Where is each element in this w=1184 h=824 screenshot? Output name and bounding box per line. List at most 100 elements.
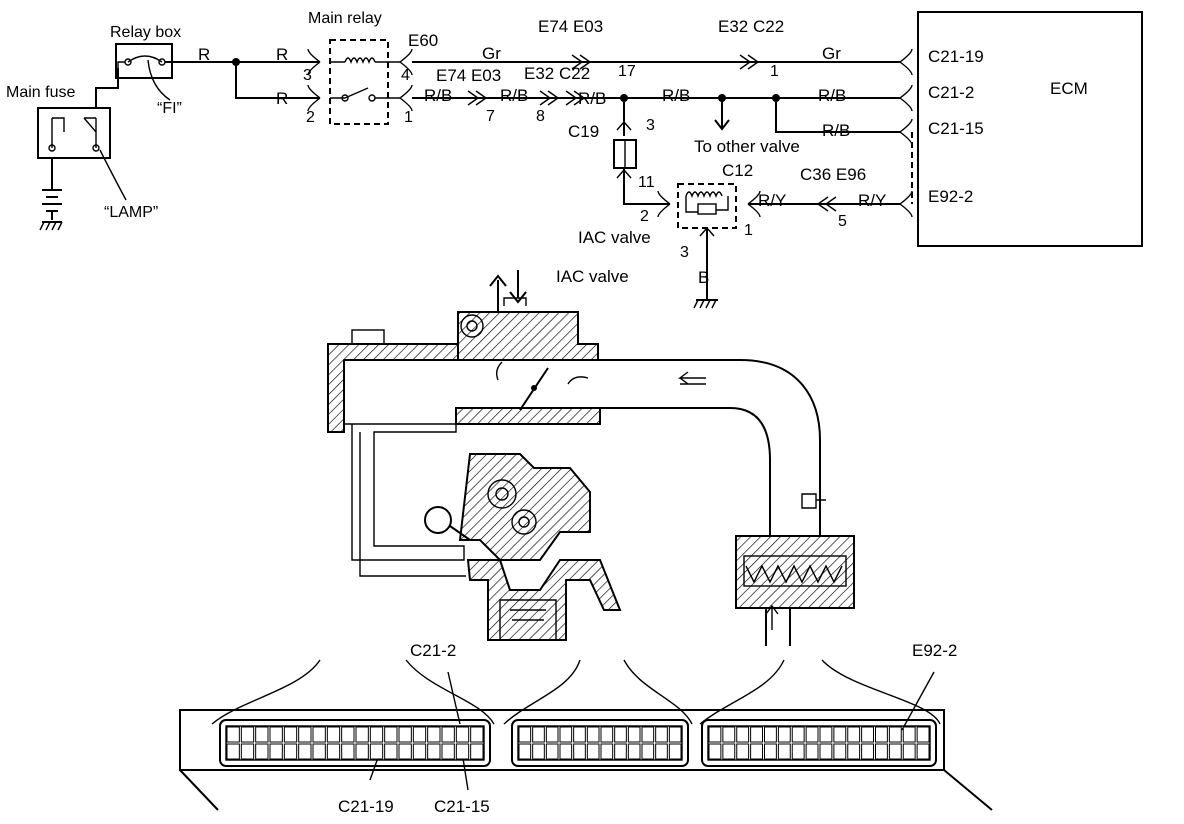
wire-rb-1: R/B [424, 86, 452, 105]
connector-pin [708, 743, 722, 760]
connector-pin [861, 743, 874, 760]
ecm-c21-2: C21-2 [928, 83, 974, 102]
connector-pin [847, 743, 861, 760]
wire-rb-6: R/B [822, 121, 850, 140]
connector-pin [312, 726, 326, 743]
relay-box [115, 43, 235, 101]
e60-label: E60 [408, 31, 438, 50]
ecm-box [917, 11, 1143, 247]
connector-pin [312, 743, 326, 760]
connector-pin [833, 743, 847, 760]
wire-gr-1: Gr [482, 44, 501, 63]
connector-pin [384, 726, 398, 743]
connector-pin [369, 726, 384, 743]
iac-pin-1: 1 [744, 222, 753, 239]
connector-pin [518, 743, 532, 760]
conn-e32-c22-mid: E32 C22 [524, 64, 590, 83]
connector-pin [470, 726, 484, 743]
ecm-connector-drawing [179, 659, 993, 811]
connector-pin [255, 743, 269, 760]
connector-pin [614, 726, 627, 743]
wire-b: B [698, 268, 709, 287]
ecm-e92-2: E92-2 [928, 187, 973, 206]
to-other-valve-label: To other valve [694, 137, 800, 156]
ecm-label: ECM [1050, 79, 1088, 98]
pin-1-top: 1 [770, 63, 779, 80]
connector-pin [655, 726, 668, 743]
wire-gr-2: Gr [822, 44, 841, 63]
connector-pin [283, 743, 298, 760]
connector-pin [805, 743, 819, 760]
iac-valve-schematic-label: IAC valve [578, 228, 651, 247]
main-relay [329, 39, 413, 125]
wire-rb-2: R/B [500, 86, 528, 105]
conn-c21-15-label: C21-15 [434, 797, 490, 816]
connector-pin [916, 743, 930, 760]
connector-pin [518, 726, 532, 743]
connector-pin [819, 743, 833, 760]
connector-pin [559, 726, 573, 743]
connector-pin [240, 726, 255, 743]
iac-valve-drawing-label: IAC valve [556, 267, 629, 286]
pin-7: 7 [486, 108, 495, 125]
connector-pin [916, 726, 930, 743]
connector-pin [326, 726, 341, 743]
connector-pin [559, 743, 573, 760]
connector-pins [226, 726, 930, 760]
connector-pin [532, 743, 545, 760]
connector-pin [614, 743, 627, 760]
gr-wire [412, 48, 913, 76]
connector-pin [573, 743, 586, 760]
connector-pin [902, 726, 916, 743]
connector-pin [226, 743, 240, 760]
connector-pin [427, 743, 441, 760]
main-fuse-label: Main fuse [6, 84, 75, 101]
wire-r-2: R [276, 45, 288, 64]
connector-pin [470, 743, 484, 760]
pin-17: 17 [618, 63, 636, 80]
iac-pin-3: 3 [680, 244, 689, 261]
iac-valve-schematic [677, 183, 761, 309]
connector-pin [708, 726, 722, 743]
connector-pin [641, 726, 655, 743]
connector-pin [441, 743, 455, 760]
connector-pin [875, 743, 888, 760]
connector-pin [641, 743, 655, 760]
wire-rb-3: R/B [578, 89, 606, 108]
connector-pin [269, 743, 283, 760]
connector-pin [455, 726, 470, 743]
connector-pin [532, 726, 545, 743]
connector-pin [255, 726, 269, 743]
connector-pin [586, 743, 600, 760]
battery-ground-icon [39, 189, 63, 231]
rb-wire [412, 84, 913, 146]
connector-pin [777, 743, 791, 760]
c36-e96-label: C36 E96 [800, 165, 866, 184]
connector-pin [600, 726, 614, 743]
connector-pin [833, 726, 847, 743]
connector-pin [427, 726, 441, 743]
connector-pin [627, 726, 641, 743]
wire-rb-5: R/B [818, 86, 846, 105]
connector-pin [722, 743, 736, 760]
connector-pin [791, 726, 805, 743]
c19-connector [613, 98, 671, 218]
relay-pin-4: 4 [401, 67, 410, 84]
connector-pin [441, 726, 455, 743]
conn-c21-2-label: C21-2 [410, 641, 456, 660]
c19-label: C19 [568, 122, 599, 141]
connector-pin [326, 743, 341, 760]
connector-pin [398, 726, 412, 743]
conn-e74-e03-mid: E74 E03 [436, 66, 501, 85]
pin-8: 8 [536, 108, 545, 125]
fi-label: “FI” [157, 100, 182, 117]
connector-pin [902, 743, 916, 760]
ry-wire [748, 132, 913, 218]
relay-pin-2: 2 [306, 109, 315, 126]
connector-pin [298, 743, 312, 760]
c19-pin-3: 3 [646, 117, 655, 134]
connector-pin [341, 743, 355, 760]
connector-pin [805, 726, 819, 743]
connector-pin [861, 726, 874, 743]
